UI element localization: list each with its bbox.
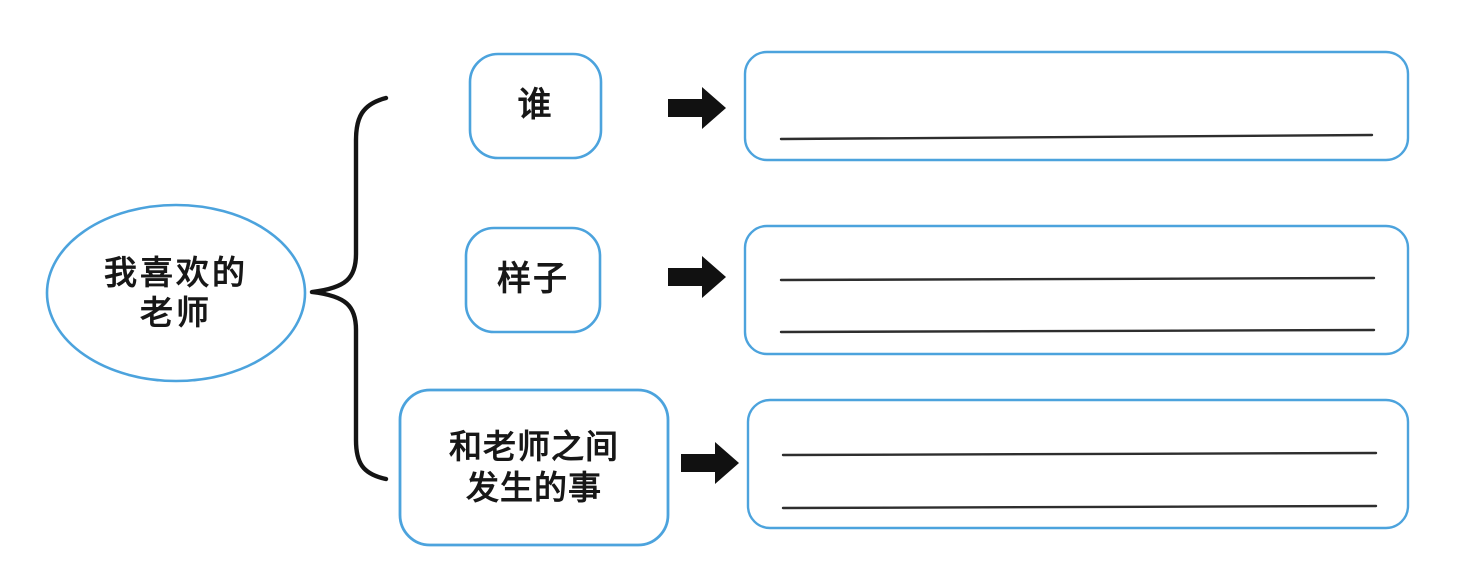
branch-box-2[interactable] — [398, 388, 670, 547]
answer-field-who[interactable] — [745, 52, 1408, 160]
right-arrow-icon-0 — [668, 87, 726, 129]
answer-box-1[interactable] — [743, 224, 1410, 356]
answer-field-events[interactable] — [748, 400, 1408, 528]
answer-rule-1-1 — [779, 328, 1376, 334]
right-arrow-icon-2 — [681, 442, 739, 484]
answer-rule-2-0 — [781, 451, 1378, 457]
branch-box-0[interactable] — [468, 52, 603, 160]
answer-rule-1-0 — [779, 276, 1376, 282]
answer-rule-2-1 — [781, 504, 1378, 510]
left-curly-brace-icon — [309, 95, 389, 482]
answer-field-appearance[interactable] — [745, 226, 1408, 354]
right-arrow-icon-1 — [668, 256, 726, 298]
root-ellipse[interactable] — [45, 203, 307, 383]
answer-box-2[interactable] — [746, 398, 1410, 530]
answer-box-0[interactable] — [743, 50, 1410, 162]
branch-box-1[interactable] — [464, 226, 602, 334]
answer-rule-0-0 — [779, 133, 1374, 141]
